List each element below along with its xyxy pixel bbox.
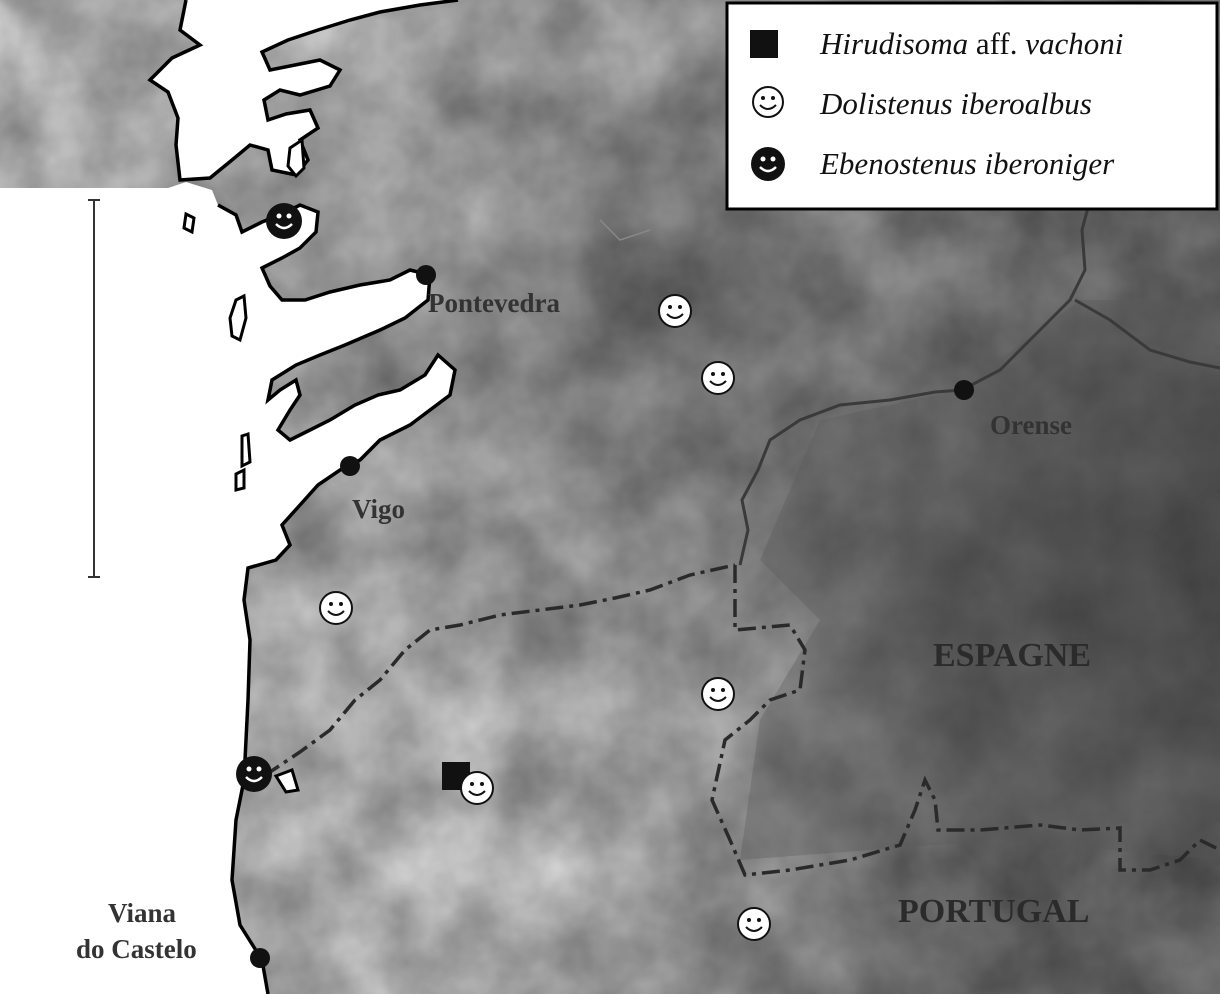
city-dot-vigo [340,456,360,476]
city-markers [250,265,974,968]
marker-dolistenus-3 [319,591,353,625]
country-label-portugal: PORTUGAL [898,893,1089,930]
marker-ebenostenus-2 [236,756,272,792]
city-dot-orense [954,380,974,400]
city-dot-pontevedra [416,265,436,285]
islands [182,137,306,794]
country-label-spain: ESPAGNE [933,637,1091,674]
marker-dolistenus-1 [658,294,692,328]
legend-label-hirudisoma: Hirudisoma aff. vachoni [819,26,1123,61]
legend-open-smiley-icon [752,86,784,118]
scale-bar [88,199,100,578]
legend: Hirudisoma aff. vachoni Dolistenus ibero… [725,1,1219,211]
marker-dolistenus-4 [701,677,735,711]
city-label-viana-line2: do Castelo [76,934,197,964]
city-label-orense: Orense [990,410,1072,440]
coastline-west [217,203,457,994]
legend-box [725,1,1219,211]
legend-label-dolistenus: Dolistenus iberoalbus [819,86,1092,121]
marker-ebenostenus-1 [266,203,302,239]
marker-dolistenus-6 [460,771,494,805]
city-label-pontevedra: Pontevedra [428,288,560,318]
legend-square-icon [750,30,778,58]
marker-dolistenus-5 [737,907,771,941]
city-label-viana-line1: Viana [108,898,177,928]
city-label-vigo: Vigo [352,494,405,524]
legend-filled-smiley-icon [751,147,785,181]
rivers [599,179,1220,566]
city-dot-viana [250,948,270,968]
marker-dolistenus-2 [701,361,735,395]
legend-label-ebenostenus: Ebenostenus iberoniger [819,146,1115,181]
border-spain-portugal [263,563,1220,877]
coastline-north [147,0,459,182]
species-markers [236,203,771,941]
